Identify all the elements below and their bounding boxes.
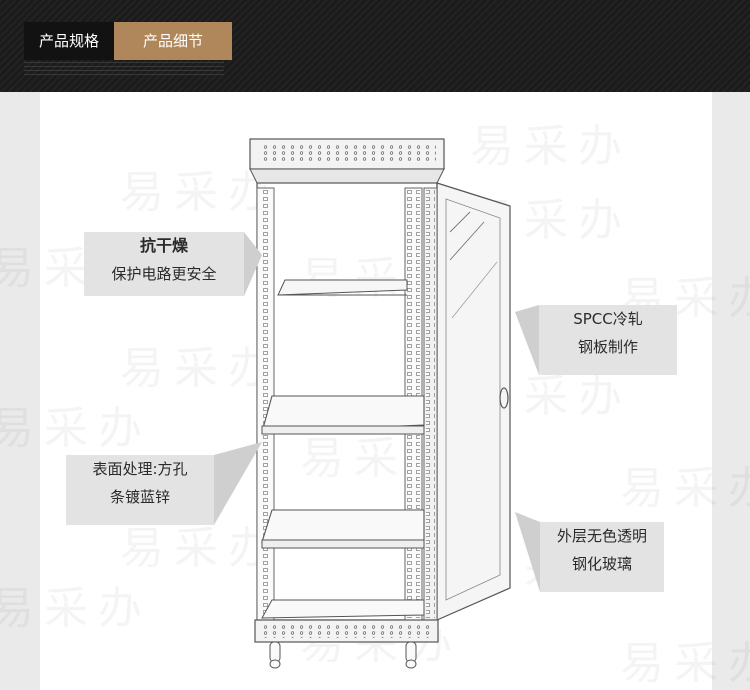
cabinet-base	[254, 619, 439, 643]
header-fine-print	[24, 62, 224, 78]
callout-tempered-glass: 外层无色透明 钢化玻璃	[540, 522, 664, 592]
cabinet-top-cap	[249, 138, 445, 184]
callout-pointer-spcc	[515, 305, 539, 375]
watermark: 易采办	[120, 512, 282, 576]
shelf-base	[261, 599, 425, 619]
watermark: 易采办	[620, 452, 750, 516]
side-door-panel	[436, 182, 511, 621]
tab-product-spec[interactable]: 产品规格	[24, 22, 114, 60]
watermark: 易采办	[0, 572, 152, 636]
caster-wheels	[269, 641, 417, 669]
shelf-2	[261, 395, 425, 435]
callout-text: 保护电路更安全	[111, 265, 217, 283]
shelf-1	[277, 279, 408, 296]
callout-pointer-surface	[214, 442, 262, 525]
callout-pointer-dry	[244, 232, 262, 296]
callout-spcc-steel: SPCC冷轧 钢板制作	[539, 305, 677, 375]
watermark: 易采办	[0, 392, 152, 456]
callout-title: 外层无色透明	[556, 527, 647, 545]
header-bar: 产品规格 产品细节	[0, 0, 750, 92]
callout-title: SPCC冷轧	[573, 310, 643, 328]
tab-product-detail[interactable]: 产品细节	[114, 22, 232, 60]
callout-title: 抗干燥	[139, 236, 188, 255]
watermark: 易采办	[620, 627, 750, 690]
callout-surface-treatment: 表面处理:方孔 条镀蓝锌	[66, 455, 214, 525]
callout-text: 钢化玻璃	[571, 555, 632, 573]
watermark: 易采办	[120, 156, 282, 220]
callout-pointer-glass	[515, 512, 540, 592]
callout-text: 条镀蓝锌	[109, 488, 170, 506]
watermark: 易采办	[120, 332, 282, 396]
callout-text: 钢板制作	[577, 338, 638, 356]
watermark: 易采办	[470, 110, 632, 174]
callout-title: 表面处理:方孔	[92, 460, 188, 478]
shelf-3	[261, 509, 425, 549]
callout-dry-protection: 抗干燥 保护电路更安全	[84, 232, 244, 296]
watermark-layer: 易采办 易采办 易采办 易采办 易采办 易采办 易采办 易采办 易采办 易采办 …	[0, 92, 750, 690]
